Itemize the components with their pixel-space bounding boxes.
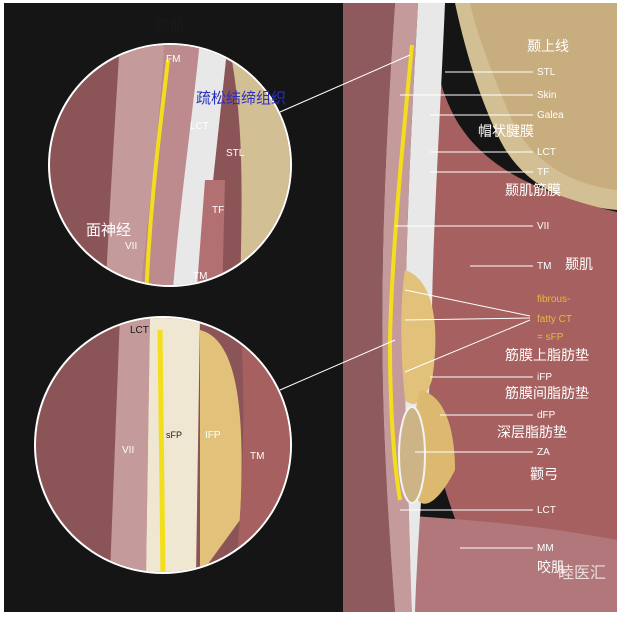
facial-nerve bbox=[387, 44, 414, 501]
main-cross-section bbox=[343, 3, 617, 612]
top-inset bbox=[48, 43, 292, 287]
temporalis-label: 颞肌 bbox=[565, 257, 593, 273]
top-inset-title: 额肌 bbox=[155, 17, 185, 35]
skin-label: Skin bbox=[537, 90, 556, 101]
bottom-inset bbox=[34, 316, 292, 574]
dfp-label: dFP bbox=[537, 410, 556, 421]
top-vii-label: VII bbox=[125, 241, 137, 252]
tf-label: TF bbox=[537, 167, 549, 178]
deep-fat-label: 深层脂肪垫 bbox=[497, 425, 567, 441]
masseter-muscle bbox=[400, 515, 617, 612]
lct-label: LCT bbox=[537, 147, 556, 158]
vii-label: VII bbox=[537, 221, 549, 232]
masseter-label: 咬肌 bbox=[537, 559, 565, 576]
skull-bone-inner bbox=[470, 3, 617, 190]
za-label: ZA bbox=[537, 447, 550, 458]
mm-label: MM bbox=[537, 543, 554, 554]
bottom-tm-label: TM bbox=[250, 451, 264, 462]
superficial-fat-label: 筋膜上脂肪垫 bbox=[505, 347, 589, 364]
skin-band bbox=[343, 3, 395, 612]
tm-label: TM bbox=[537, 261, 551, 272]
galea-label: Galea bbox=[537, 110, 564, 121]
facial-nerve-label: 面神经 bbox=[86, 221, 131, 239]
loose-tissue-label: 疏松结缔组织 bbox=[196, 89, 286, 107]
top-tf-label: TF bbox=[212, 205, 224, 216]
bottom-ifp-label: IFP bbox=[205, 430, 221, 441]
fibrous-label-2: fatty CT bbox=[537, 314, 572, 325]
galea-cn-label: 帽状腱膜 bbox=[478, 124, 534, 140]
bottom-lct-label: LCT bbox=[130, 325, 149, 336]
temporal-line-label: 颞上线 bbox=[527, 39, 569, 55]
ifp-label: iFP bbox=[537, 372, 552, 383]
watermark-logo: 睦医汇 bbox=[558, 563, 606, 582]
bottom-sfp-label: sFP bbox=[166, 430, 182, 440]
top-tm-label: TM bbox=[193, 271, 207, 282]
temporal-fascia-label: 颞肌筋膜 bbox=[505, 182, 561, 199]
top-lct-label: LCT bbox=[190, 121, 209, 132]
fm-label: FM bbox=[166, 54, 180, 65]
bottom-vii-label: VII bbox=[122, 445, 134, 456]
stl-label: STL bbox=[537, 67, 556, 78]
fibrous-label-1: fibrous- bbox=[537, 294, 570, 305]
zygomatic-arch bbox=[398, 406, 426, 504]
interfascial-fat-label: 筋膜间脂肪垫 bbox=[505, 385, 589, 402]
bottom-inset-pointer bbox=[279, 339, 396, 391]
zygomatic-arch-label: 颧弓 bbox=[530, 467, 558, 483]
dermis-band bbox=[382, 3, 418, 612]
top-inset-pointer bbox=[279, 54, 411, 113]
temporalis-muscle bbox=[424, 60, 617, 560]
fibrous-label-3: = sFP bbox=[537, 332, 564, 343]
lct-bottom-label: LCT bbox=[537, 505, 556, 516]
top-stl-label: STL bbox=[226, 148, 245, 159]
